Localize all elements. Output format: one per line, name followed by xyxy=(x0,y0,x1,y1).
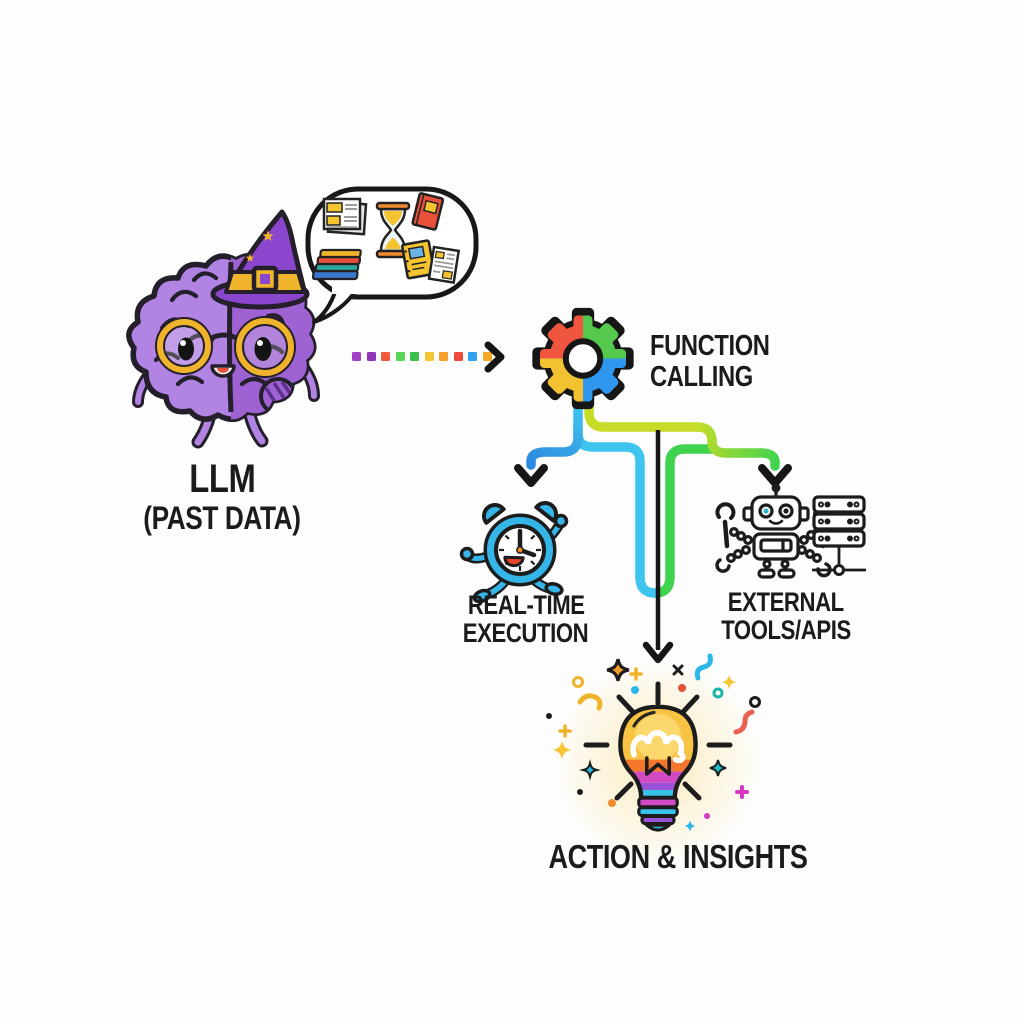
hat-star xyxy=(245,253,255,262)
book-stack-icon xyxy=(311,248,362,281)
function-calling-label: FUNCTION CALLING xyxy=(650,331,880,393)
dashed-arrow xyxy=(352,352,492,361)
dash-square xyxy=(424,352,434,361)
external-label: EXTERNAL TOOLS/APIS xyxy=(656,588,916,644)
realtime-label: REAL-TIME EXECUTION xyxy=(396,591,656,647)
dash-square xyxy=(453,352,463,361)
realtime-line1: REAL-TIME xyxy=(467,590,585,620)
external-line2: TOOLS/APIS xyxy=(721,615,851,645)
dash-square xyxy=(366,352,376,361)
llm-label: LLM (PAST DATA) xyxy=(72,458,372,536)
dash-square xyxy=(381,352,390,361)
dash-square xyxy=(395,352,405,361)
alarm-clock-icon xyxy=(459,501,569,604)
external-line1: EXTERNAL xyxy=(727,587,845,617)
loop-line-cyan xyxy=(573,423,660,598)
gear-icon xyxy=(532,307,634,410)
bulb-filament xyxy=(630,730,686,764)
robot-icon xyxy=(715,483,833,579)
document-icon xyxy=(427,245,461,284)
dash-square xyxy=(439,352,448,361)
llm-label-line2: (PAST DATA) xyxy=(143,500,301,536)
function-calling-line2: CALLING xyxy=(650,361,753,393)
action-label: ACTION & INSIGHTS xyxy=(478,839,878,875)
dash-square xyxy=(352,352,361,361)
dash-square xyxy=(468,352,477,361)
newspaper-icon xyxy=(322,197,368,236)
line-to-external xyxy=(584,399,780,471)
line-to-realtime xyxy=(526,399,583,470)
action-label-text: ACTION & INSIGHTS xyxy=(548,838,808,875)
dash-square xyxy=(410,352,419,361)
red-book-icon xyxy=(411,192,445,231)
server-stack-icon xyxy=(812,495,866,576)
speech-bubble-tail xyxy=(312,287,358,324)
arrowhead-green xyxy=(758,464,792,487)
wizard-brain-icon xyxy=(126,209,320,449)
brain-face xyxy=(178,337,272,378)
bulb-sparkles xyxy=(546,653,761,832)
robot-servers-icon xyxy=(715,483,866,579)
wizard-hat-icon xyxy=(210,209,310,310)
arrowhead-blue xyxy=(514,464,548,487)
lightbulb-icon xyxy=(618,704,698,832)
confetti xyxy=(546,653,761,832)
llm-label-line1: LLM xyxy=(188,457,256,501)
bulb-rays xyxy=(583,681,733,801)
hat-star xyxy=(262,230,274,241)
function-calling-line1: FUNCTION xyxy=(650,330,770,362)
speech-bubble xyxy=(305,186,479,324)
dash-square xyxy=(482,352,492,361)
dashed-arrow-head-icon xyxy=(484,341,505,373)
hourglass-icon xyxy=(375,201,411,259)
realtime-line2: EXECUTION xyxy=(463,618,589,648)
bulb-base xyxy=(637,796,679,832)
